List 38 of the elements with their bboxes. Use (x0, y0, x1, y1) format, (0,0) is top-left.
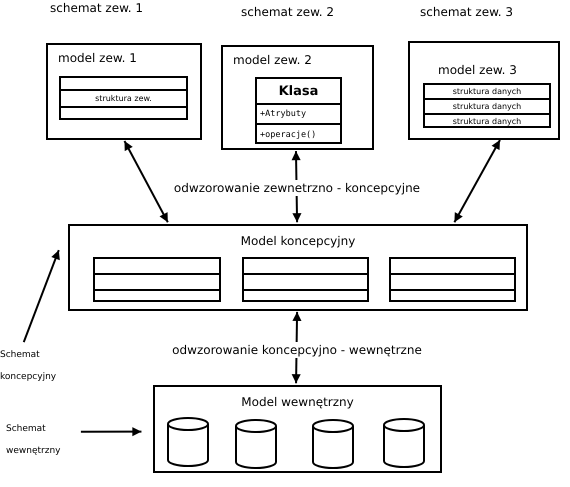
edge-label: odwzorowanie zewnetrzno - koncepcyjne (172, 180, 422, 196)
table-box (423, 83, 551, 128)
model-box (221, 45, 374, 150)
row-text: struktura danych (452, 117, 522, 126)
arrow (80, 427, 142, 436)
model-box (408, 41, 560, 140)
class-name: Klasa (278, 84, 318, 98)
class-box (255, 77, 342, 144)
model-title: model zew. 3 (438, 63, 517, 77)
side-label: Schemat koncepcyjny (0, 349, 58, 384)
table-box (242, 257, 369, 302)
model-title: model zew. 2 (233, 53, 312, 67)
schema-label: schemat zew. 2 (241, 5, 334, 19)
class-member: +operacje() (260, 130, 316, 140)
arrow (22, 250, 60, 343)
table-box (59, 76, 188, 120)
schema-label: schemat zew. 1 (50, 1, 144, 15)
model-box (68, 224, 528, 311)
table-box (389, 257, 516, 302)
schema-label: schemat zew. 3 (420, 5, 514, 19)
model-box (46, 43, 202, 140)
row-text: struktura zew. (95, 94, 152, 103)
database-cylinder (235, 419, 277, 469)
table-box (93, 257, 221, 302)
database-cylinder (167, 417, 209, 467)
row-text: struktura danych (452, 87, 522, 96)
side-label: Schemat wewnętrzny (6, 423, 62, 458)
row-text: struktura danych (452, 102, 522, 111)
database-cylinder (383, 418, 425, 468)
database-cylinder (312, 419, 354, 469)
model-title: Model wewnętrzny (240, 395, 355, 409)
arrow (454, 140, 501, 223)
edge-label: odwzorowanie koncepcyjno - wewnętrzne (170, 342, 424, 358)
arrow (124, 140, 169, 223)
class-member: +Atrybuty (260, 109, 306, 119)
model-title: model zew. 1 (58, 51, 137, 65)
model-box (153, 385, 442, 473)
model-title: Model koncepcyjny (240, 234, 356, 248)
